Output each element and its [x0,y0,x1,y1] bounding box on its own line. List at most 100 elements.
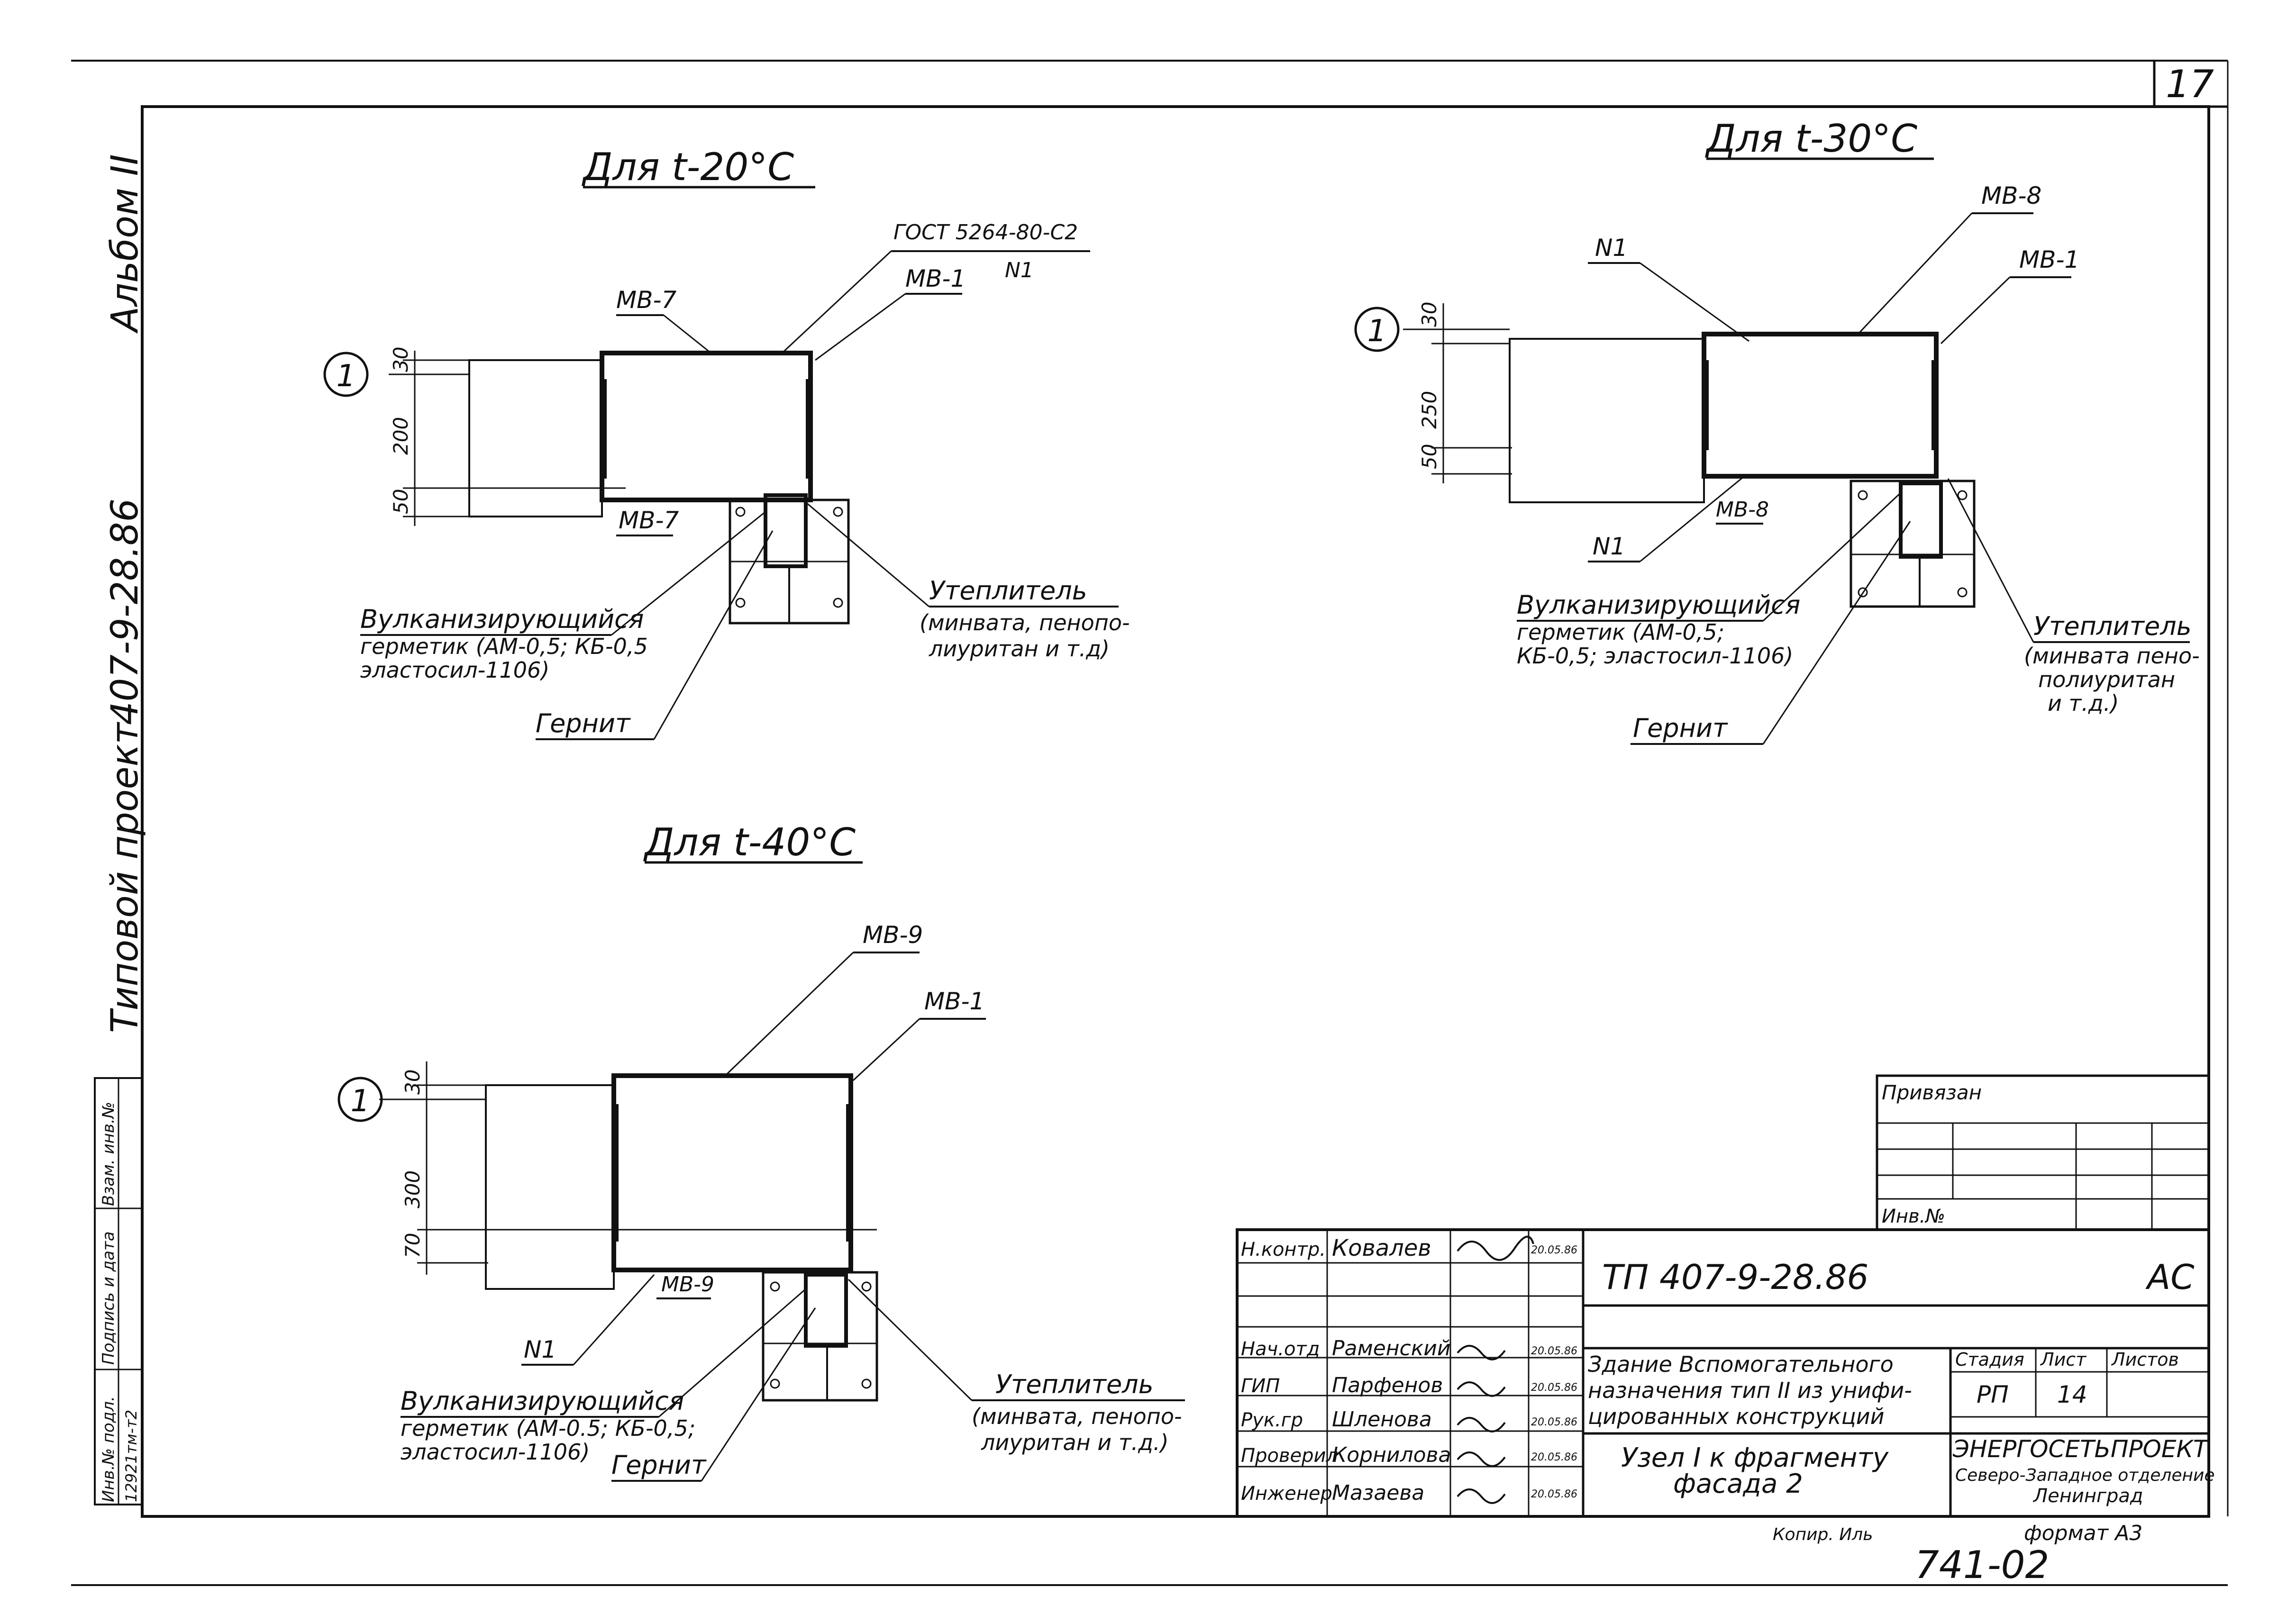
name-7: Мазаева [1332,1481,1424,1505]
side-col-replace: Взам. инв.№ [99,1102,118,1206]
role-4: ГИП [1241,1375,1280,1397]
signature-6 [1457,1451,1506,1467]
page-number: 17 [2166,62,2214,106]
dim-30: 30 [401,1070,424,1095]
bottom-code: 741-02 [1915,1543,2049,1587]
signature-3 [1457,1345,1506,1360]
name-4: Парфенов [1332,1373,1443,1397]
n1-bottom-label: N1 [1593,533,1625,560]
gernit-label: Гернит [536,708,631,738]
org-line2: Северо-Западное отделение [1955,1466,2215,1485]
section-marker: 1 [337,359,356,394]
sealant-line1: Вулканизирующийся [360,604,644,634]
role-3: Нач.отд [1241,1338,1320,1360]
date-6: 20.05.86 [1531,1451,1577,1463]
dim-30: 30 [1418,302,1441,327]
sheet-title-line1: Узел I к фрагменту [1621,1442,1889,1473]
n1-label: N1 [1005,258,1034,282]
sealant-line2: герметик (АМ-0,5; [1517,619,1724,645]
inv-label: Инв.№ [1882,1206,1945,1227]
sheet-value: 14 [2057,1381,2087,1408]
sheet-title-line2: фасада 2 [1673,1469,1803,1499]
mv8-bottom-label: МВ-8 [1716,498,1769,522]
dim-70: 70 [401,1233,424,1258]
role-6: Проверил [1241,1445,1338,1467]
format-note: формат А3 [2024,1521,2142,1545]
sealant-line3: эластосил-1106) [401,1439,590,1465]
building-line1: Здание Вспомогательного [1588,1351,1894,1377]
org-line1: ЭНЕРГОСЕТЬПРОЕКТ [1952,1435,2209,1463]
detail-title: Для t-30°C [1705,117,1917,161]
insulation-line2: (минвата пено- [2024,643,2200,669]
signature-7 [1457,1488,1506,1504]
mv8-label: МВ-8 [1981,182,2041,209]
gost-label: ГОСТ 5264-80-С2 [893,220,1078,245]
side-col-inv: Инв.№ подл. [99,1396,118,1502]
album-label: Альбом II [104,154,146,334]
dim-50: 50 [389,489,412,514]
section-marker: 1 [1367,314,1387,349]
detail-title: Для t-20°C [582,145,794,189]
org-line3: Ленинград [2032,1485,2143,1507]
mv7-bottom-label: МВ-7 [619,507,679,534]
sheet-header: Лист [2040,1349,2087,1370]
dim-200: 200 [389,417,412,455]
n1-top-label: N1 [1595,234,1628,262]
drawing-frame [141,105,2210,1518]
name-0: Ковалев [1332,1235,1431,1261]
n1-label: N1 [524,1336,556,1363]
date-3: 20.05.86 [1531,1345,1577,1357]
gernit-label: Гернит [611,1450,707,1480]
privyazan-label: Привязан [1882,1081,1982,1104]
role-7: Инженер [1241,1483,1332,1505]
side-inv-value: 12921тм-т2 [122,1410,140,1502]
sealant-line1: Вулканизирующийся [401,1386,684,1416]
mv1-label: МВ-1 [905,265,966,292]
side-col-sign: Подпись и дата [99,1231,118,1365]
mv1-label: МВ-1 [2019,246,2079,273]
gernit-label: Гернит [1633,713,1728,743]
insulation-line3: лиуритан и т.д) [929,636,1110,662]
detail-t20: Для t-20°C 1 30 200 50 ГОСТ 5264-80-С2 N… [323,145,1130,740]
insulation-line4: и т.д.) [2048,690,2119,716]
signature-5 [1457,1417,1506,1433]
mv1-label: МВ-1 [924,988,984,1015]
insulation-line3: полиуритан [2038,667,2175,692]
date-0: 20.05.86 [1531,1244,1577,1256]
doc-code: ТП 407-9-28.86 [1602,1257,1868,1297]
name-6: Корнилова [1332,1443,1451,1467]
insulation-line3: лиуритан и т.д.) [981,1430,1169,1455]
stage-value: РП [1977,1381,2009,1408]
name-5: Шленова [1332,1407,1432,1432]
detail-t30: Для t-30°C 1 30 250 50 МВ-8 N1 МВ-1 [1354,117,2200,745]
dim-300: 300 [401,1170,424,1208]
side-stamp: Альбом II 407-9-28.86 Типовой проект Инв… [94,154,146,1505]
section-marker: 1 [351,1084,370,1119]
sealant-line3: КБ-0,5; эластосил-1106) [1517,643,1793,669]
doc-mark: АС [2145,1257,2195,1297]
insulation-line2: (минвата, пенопо- [920,610,1130,635]
stage-header: Стадия [1955,1349,2024,1370]
date-5: 20.05.86 [1531,1416,1577,1428]
detail-title: Для t-40°C [643,820,856,864]
insulation-line1: Утеплитель [995,1369,1154,1399]
role-0: Н.контр. [1241,1239,1326,1260]
role-5: Рук.гр [1241,1409,1303,1431]
insulation-line1: Утеплитель [2033,611,2192,641]
signature-4 [1457,1381,1506,1397]
copy-note: Копир. Иль [1773,1525,1873,1544]
date-7: 20.05.86 [1531,1488,1577,1500]
side-code: 407-9-28.86 [104,499,146,725]
signature-0 [1457,1235,1534,1261]
name-3: Раменский [1332,1336,1451,1360]
mv9-label: МВ-9 [863,921,923,949]
mv7-top-label: МВ-7 [616,286,676,314]
insulation-line2: (минвата, пенопо- [972,1404,1182,1429]
side-project: Типовой проект [104,721,146,1033]
mv9-bottom-label: МВ-9 [661,1272,714,1297]
sealant-line1: Вулканизирующийся [1517,590,1800,620]
sealant-line2: герметик (АМ-0.5; КБ-0,5; [401,1415,695,1441]
dim-250: 250 [1418,391,1441,429]
date-4: 20.05.86 [1531,1382,1577,1394]
